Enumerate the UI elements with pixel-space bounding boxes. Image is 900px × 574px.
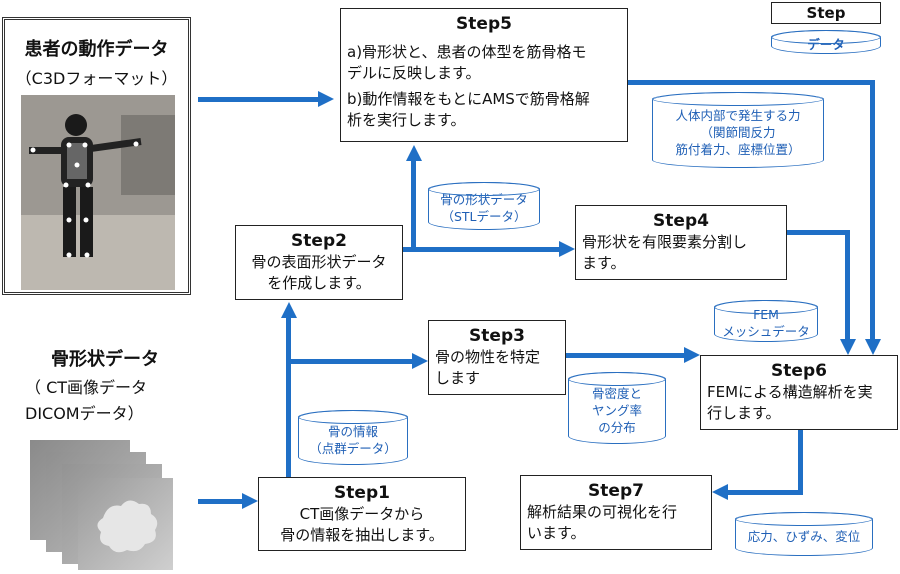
arrow-step5-h: [628, 80, 874, 85]
connector-step2-right: [403, 247, 415, 252]
arrowhead: [684, 347, 700, 363]
arrow-step6-v: [798, 430, 803, 495]
data-bone-density: 骨密度と ヤング率 の分布: [568, 372, 666, 444]
step6-title: Step6: [771, 361, 827, 381]
legend-step-box: Step: [771, 2, 881, 24]
arrow-to-step3: [288, 359, 412, 364]
arrowhead: [412, 353, 428, 369]
step1-box: Step1 CT画像データから 骨の情報を抽出します。: [258, 477, 466, 551]
motion-capture-photo: [21, 95, 175, 290]
step1-line2: 骨の情報を抽出します。: [280, 526, 444, 544]
data-stl: 骨の形状データ （STLデータ）: [428, 182, 540, 230]
step3-line1: 骨の物性を特定: [435, 348, 541, 366]
motion-capture-figure: [21, 95, 175, 290]
step6-line1: FEMによる構造解析を実: [707, 383, 873, 401]
data-internal-force: 人体内部で発生する力 （関節間反力 筋付着力、座標位置）: [652, 92, 824, 168]
patient-panel: 患者の動作データ （C3Dフォーマット）: [2, 17, 191, 295]
step3-box: Step3 骨の物性を特定 します: [428, 320, 566, 395]
step6-box: Step6 FEMによる構造解析を実 行します。: [700, 355, 898, 430]
data-stress-strain-line1: 応力、ひずみ、変位: [747, 528, 861, 544]
data-internal-force-line3: 筋付着力、座標位置）: [675, 141, 801, 157]
arrowhead: [865, 339, 881, 355]
data-internal-force-line2: （関節間反力: [700, 124, 776, 140]
bone-data-label: 骨形状データ （ CT画像データ DICOMデータ）: [5, 345, 195, 424]
bone-data-line2: DICOMデータ）: [25, 404, 144, 423]
data-stl-line2: （STLデータ）: [441, 209, 527, 224]
step5-b1: b)動作情報をもとにAMSで筋骨格解: [347, 90, 590, 108]
data-fem-mesh-line2: メッシュデータ: [722, 324, 810, 339]
step5-title: Step5: [456, 14, 512, 34]
legend-step-label: Step: [806, 4, 846, 22]
step2-title: Step2: [291, 231, 347, 251]
arrow-step6-to-step7: [728, 490, 803, 495]
step7-line1: 解析結果の可視化を行: [527, 503, 678, 521]
patient-title: 患者の動作データ: [24, 39, 169, 60]
step2-box: Step2 骨の表面形状データ を作成します。: [235, 225, 403, 300]
data-bone-density-line1: 骨密度と: [591, 385, 642, 401]
step4-line2: ます。: [582, 254, 626, 272]
legend-data-label: データ: [807, 36, 845, 52]
arrow-step5-to-step6: [870, 80, 875, 340]
arrow-step3-to-step6: [566, 353, 684, 358]
arrowhead: [318, 91, 334, 107]
step1-line1: CT画像データから: [299, 505, 425, 523]
arrowhead: [840, 339, 856, 355]
data-stl-line1: 骨の形状データ: [440, 192, 528, 207]
data-stress-strain: 応力、ひずみ、変位: [735, 512, 873, 556]
patient-subtitle: （C3Dフォーマット）: [15, 69, 178, 88]
data-bone-info-line1: 骨の情報: [327, 423, 378, 439]
step2-line2: を作成します。: [267, 274, 371, 292]
arrow-step4-to-step6: [845, 230, 850, 340]
arrow-step4-h: [787, 230, 849, 235]
ct-slice-blob: [97, 500, 158, 553]
step3-title: Step3: [469, 326, 525, 346]
step4-title: Step4: [653, 211, 709, 231]
arrow-step1-to-step2: [286, 317, 291, 477]
step5-a2: デルに反映します。: [347, 64, 481, 82]
arrow-step2-to-step4: [413, 247, 559, 252]
ct-image-stack: [30, 440, 175, 570]
step7-line2: います。: [527, 524, 586, 542]
arrowhead: [281, 302, 297, 318]
step5-a1: a)骨形状と、患者の体型を筋骨格モ: [347, 43, 587, 61]
arrowhead: [406, 145, 422, 161]
step1-title: Step1: [334, 483, 390, 503]
arrow-step2-to-step5: [411, 160, 416, 250]
arrow-ct-to-step1: [198, 499, 242, 504]
step6-line2: 行します。: [707, 404, 781, 422]
legend-data-cylinder: データ: [771, 30, 881, 54]
step2-line1: 骨の表面形状データ: [251, 253, 387, 271]
step5-b2: 析を実行します。: [347, 111, 466, 129]
data-fem-mesh: FEM メッシュデータ: [714, 300, 818, 342]
bone-data-title: 骨形状データ: [51, 349, 159, 370]
step7-title: Step7: [588, 481, 644, 501]
arrowhead: [242, 493, 258, 509]
arrowhead: [559, 241, 575, 257]
arrow-patient-to-step5: [198, 97, 318, 102]
step4-box: Step4 骨形状を有限要素分割し ます。: [575, 205, 787, 280]
data-fem-mesh-line1: FEM: [753, 307, 779, 322]
data-internal-force-line1: 人体内部で発生する力: [675, 107, 801, 123]
arrowhead: [712, 484, 728, 500]
data-bone-density-line3: の分布: [598, 419, 636, 435]
step7-box: Step7 解析結果の可視化を行 います。: [520, 475, 712, 550]
step3-line2: します: [435, 369, 481, 387]
step5-box: Step5 a)骨形状と、患者の体型を筋骨格モ デルに反映します。 b)動作情報…: [340, 8, 628, 142]
data-bone-density-line2: ヤング率: [591, 402, 642, 418]
data-bone-info-line2: （点群データ）: [309, 440, 397, 456]
bone-data-line1: （ CT画像データ: [25, 378, 148, 397]
data-bone-info: 骨の情報 （点群データ）: [298, 410, 408, 465]
step4-line1: 骨形状を有限要素分割し: [582, 233, 748, 251]
